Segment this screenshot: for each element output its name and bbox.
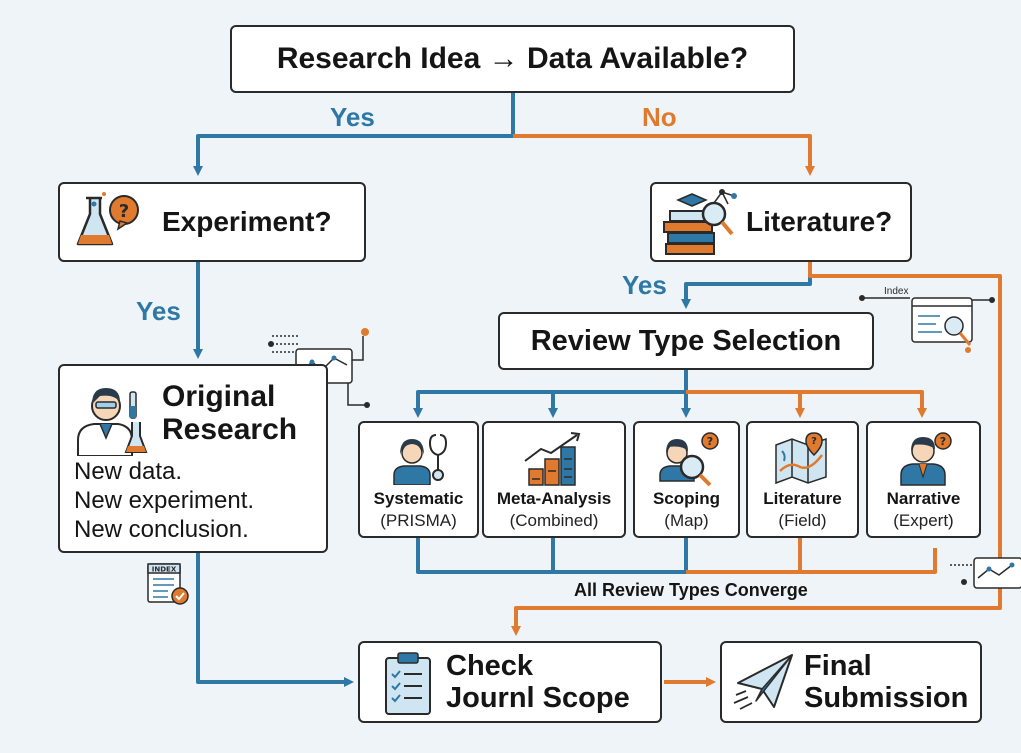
original-research-title-1: Original [162,380,276,413]
literature-bypass-line [511,262,1002,636]
svg-text:?: ? [706,435,712,448]
flask-question-icon: ? [76,192,139,246]
original-research-line: New data. [74,458,183,485]
experiment-decision-box: ? Experiment? [58,182,366,262]
experiment-title: Experiment? [162,206,332,237]
check-scope-line1: Check [446,650,534,682]
start-decision-box: Research Idea → Data Available? [230,25,795,93]
review-type-subtitle: (Field) [778,511,827,530]
converge-label: All Review Types Converge [574,580,808,600]
doctor-stethoscope-icon [392,434,447,485]
original-research-title-2: Research [162,413,298,446]
original-to-check-line [196,553,354,687]
start-title: Research Idea → Data Available? [276,42,749,75]
review-type-subtitle: (Map) [664,511,709,530]
paper-plane-icon [733,654,793,710]
literature-decision-box: Literature? [650,182,912,262]
literature-yes-line [681,262,812,309]
final-line2: Submission [804,682,969,714]
svg-text:?: ? [811,436,817,447]
review-type-systematic: Systematic (PRISMA) [358,421,479,538]
svg-text:?: ? [939,435,945,448]
review-selection-box: Review Type Selection [498,312,874,370]
svg-text:?: ? [119,201,129,222]
literature-yes-label: Yes [622,270,667,300]
review-type-title: Scoping [652,489,721,508]
final-line1: Final [804,650,872,682]
review-selection-title: Review Type Selection [530,324,842,357]
mini-trend-icon [950,557,1021,589]
growth-chart-icon [524,432,581,486]
review-type-title: Systematic [373,489,464,508]
no-label: No [642,102,677,132]
original-research-line: New conclusion. [74,516,249,543]
review-type-scoping: ? Scoping (Map) [633,421,740,538]
review-type-subtitle: (PRISMA) [380,511,457,530]
clipboard-checklist-icon [385,652,431,715]
review-type-subtitle: (Expert) [893,511,954,530]
scientist-icon [77,388,148,456]
experiment-yes-label: Yes [136,296,181,326]
review-type-meta-analysis: Meta-Analysis (Combined) [482,421,626,538]
converge-line [416,538,686,574]
books-search-icon [663,189,737,255]
yes-branch-line [193,92,515,176]
map-icon: ? [774,432,827,485]
original-research-box: Original Research New data. New experime… [58,364,328,553]
expert-person-icon: ? [899,432,952,486]
review-type-title: Literature [763,489,842,508]
review-type-title: Narrative [886,489,961,508]
yes-label: Yes [330,102,375,132]
check-scope-box: Check Journl Scope [358,641,662,723]
final-submission-box: Final Submission [720,641,982,723]
check-scope-line2: Journl Scope [446,682,630,714]
literature-title: Literature? [746,206,893,237]
index-browser-icon [859,295,995,353]
review-type-literature: ? Literature (Field) [746,421,859,538]
no-branch-line [513,134,815,176]
index-small-label: Index [884,286,909,297]
review-type-subtitle: (Combined) [509,511,599,530]
index-document-icon: INDEX [147,563,189,605]
review-type-narrative: ? Narrative (Expert) [866,421,981,538]
review-type-title: Meta-Analysis [496,489,612,508]
original-research-line: New experiment. [74,487,255,514]
magnifier-person-icon: ? [658,432,719,487]
index-label: INDEX [152,566,177,574]
